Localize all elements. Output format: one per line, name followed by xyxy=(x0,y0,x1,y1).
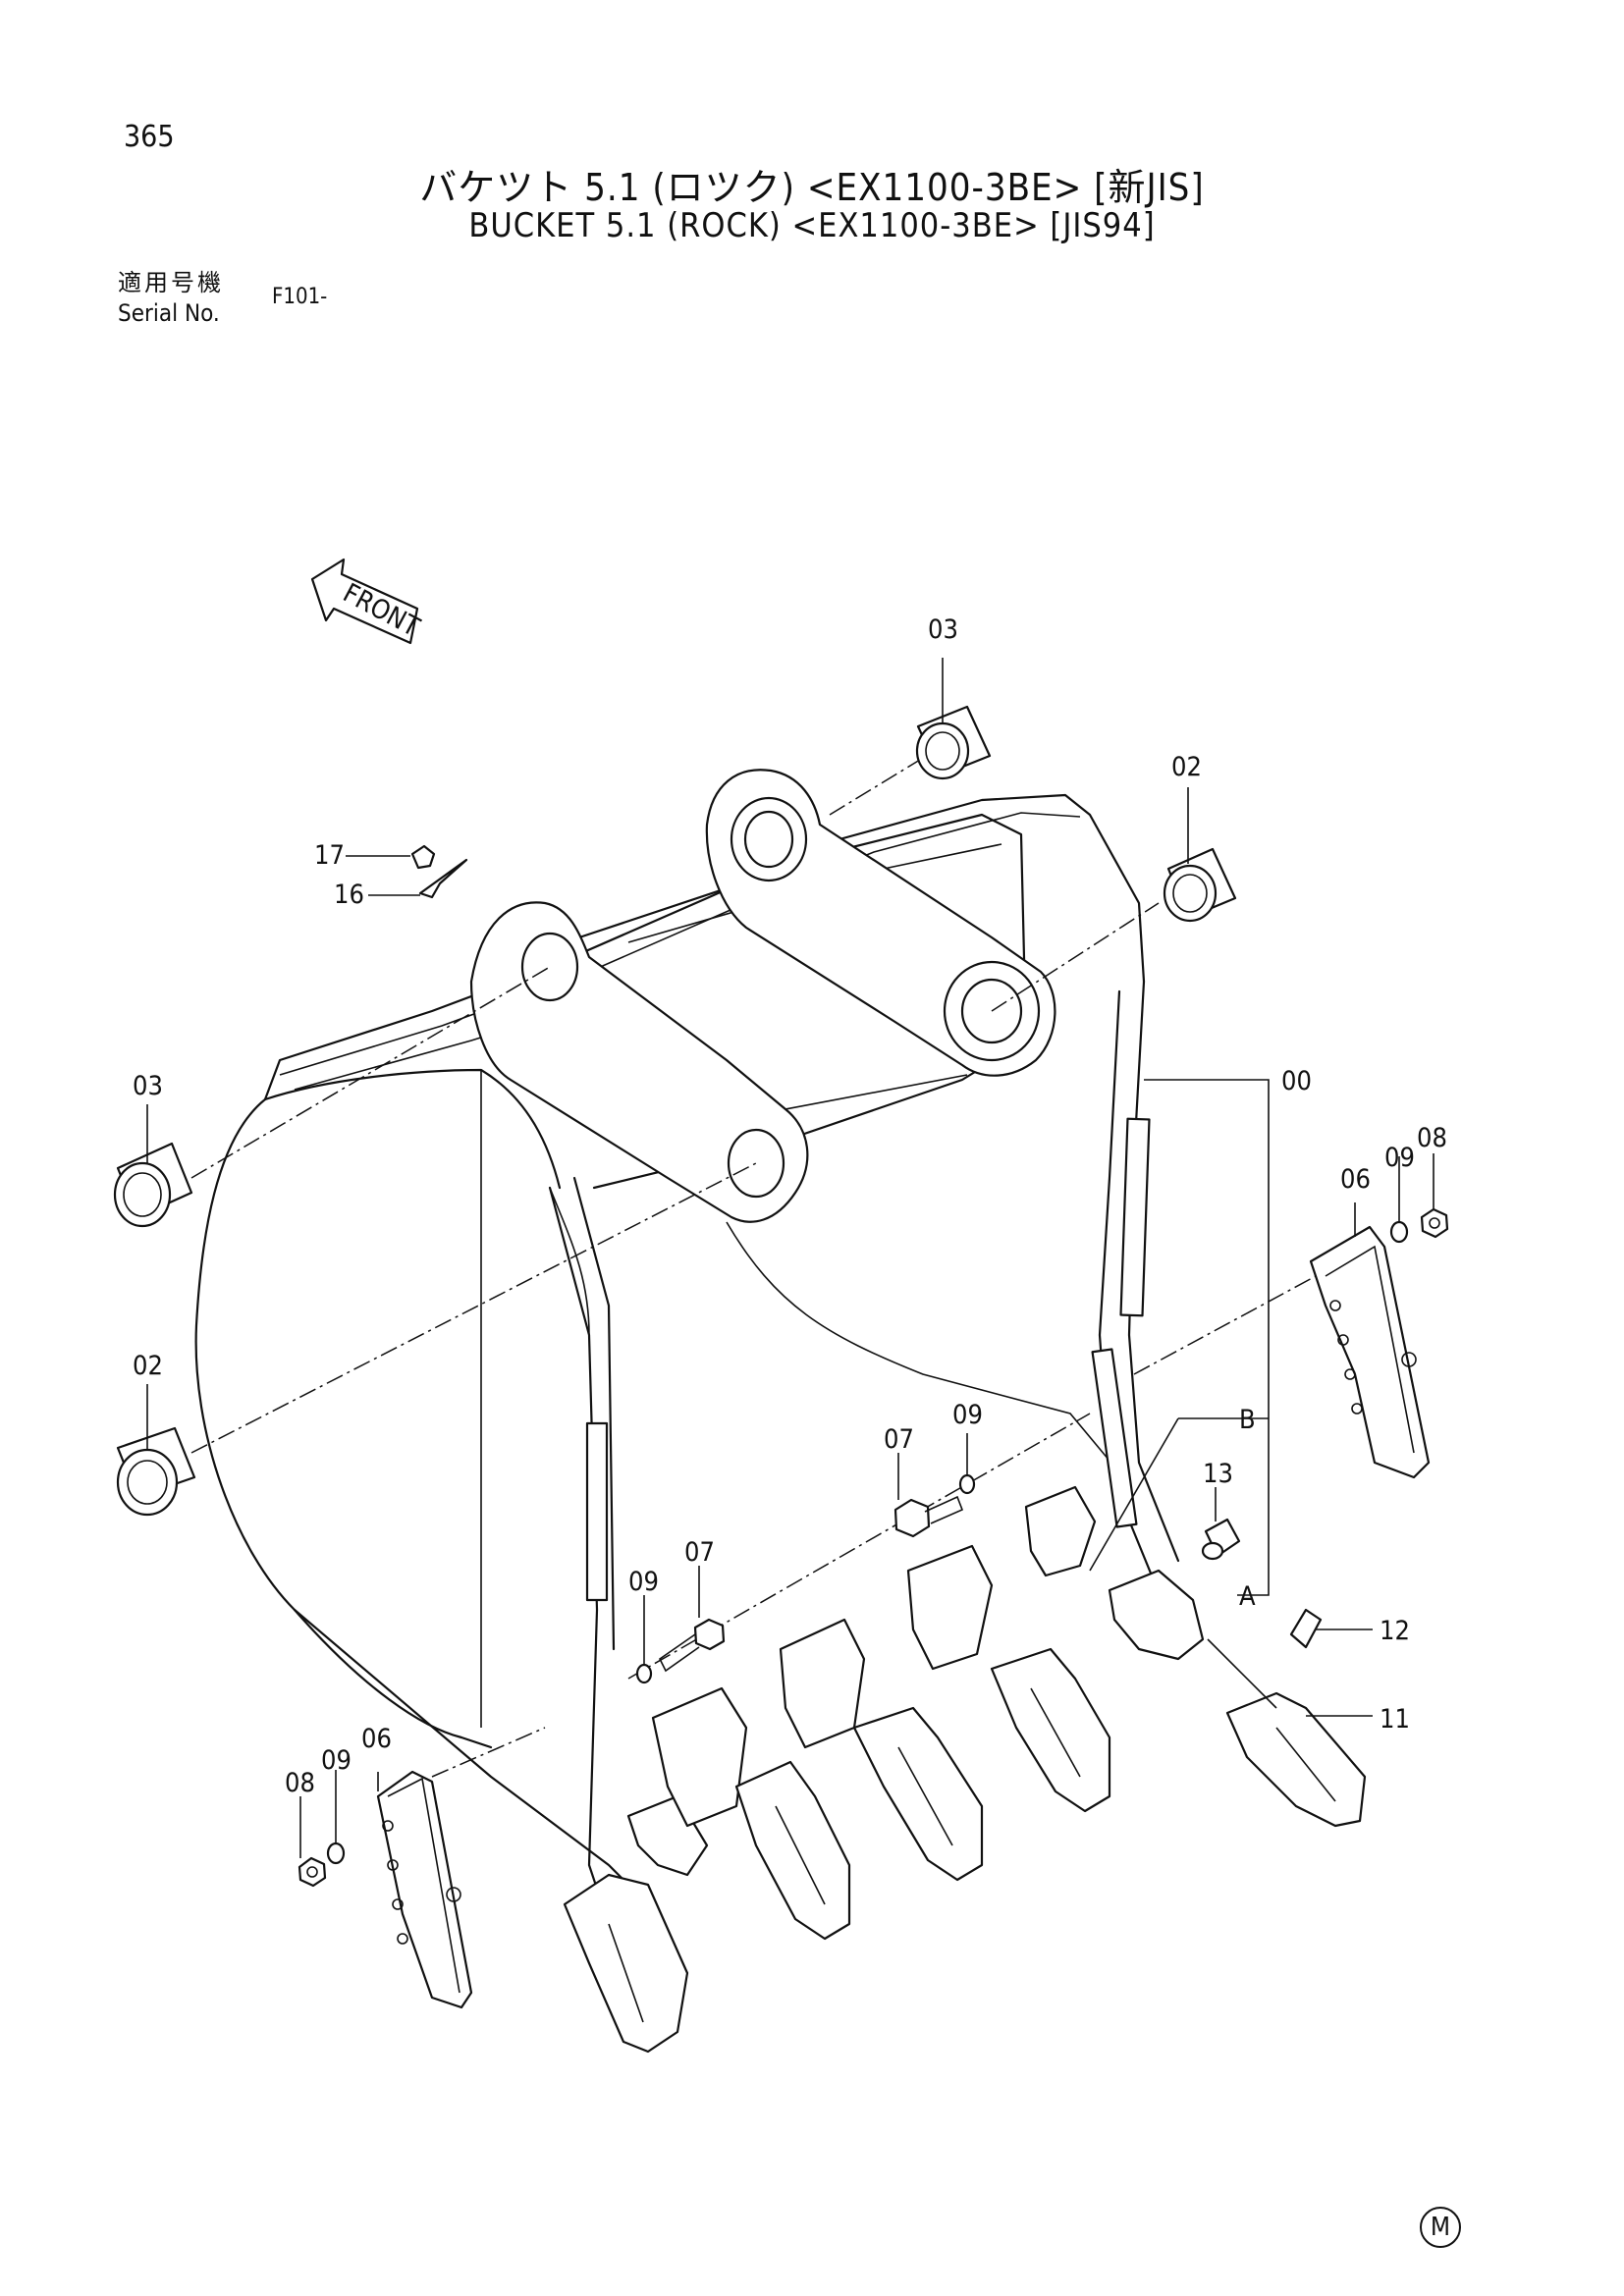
callout-08-left: 08 xyxy=(285,1768,315,1798)
bushing-03-upper xyxy=(915,705,992,780)
side-cutter-right xyxy=(1309,1225,1431,1479)
bolt-07-left xyxy=(658,1618,726,1673)
serial-value: F101- xyxy=(272,285,328,309)
callout-16: 16 xyxy=(334,880,364,910)
tooth-1 xyxy=(563,1794,709,2054)
callout-03-left: 03 xyxy=(133,1071,163,1101)
callout-09-center: 09 xyxy=(952,1400,983,1430)
plate-16 xyxy=(418,858,468,899)
callout-B: B xyxy=(1239,1405,1256,1435)
tooth-row xyxy=(563,1485,1367,2054)
callout-00: 00 xyxy=(1281,1066,1312,1096)
nut-08-right xyxy=(1420,1207,1449,1239)
pin-13 xyxy=(1201,1518,1241,1561)
bushing-02-upper xyxy=(1163,847,1237,923)
front-arrow-icon: FRONT xyxy=(310,558,424,645)
callout-09-left: 09 xyxy=(321,1745,352,1776)
callout-11: 11 xyxy=(1380,1704,1410,1735)
washer-09-center xyxy=(958,1473,976,1495)
callout-02-left: 02 xyxy=(133,1351,163,1381)
callout-08-right: 08 xyxy=(1417,1123,1447,1153)
callout-06-right: 06 xyxy=(1340,1164,1371,1195)
serial-label-english: Serial No. xyxy=(118,299,220,327)
bolt-07-right xyxy=(893,1495,964,1538)
callout-07-lower: 07 xyxy=(684,1537,715,1568)
lock-12 xyxy=(1289,1608,1323,1649)
callout-09-lower: 09 xyxy=(628,1567,659,1597)
title-japanese: バケツト 5.1 (ロツク) <EX1100-3BE> [新JIS] xyxy=(419,166,1205,209)
callout-02-top: 02 xyxy=(1171,752,1202,782)
washer-09-lower xyxy=(635,1663,653,1684)
tooth-11 xyxy=(1225,1691,1367,1828)
callout-09-right: 09 xyxy=(1384,1143,1415,1173)
callout-06-left: 06 xyxy=(361,1724,392,1754)
tooth-4 xyxy=(906,1544,1111,1813)
callout-labels: 03 02 17 16 03 02 00 06 09 08 09 B 07 13… xyxy=(133,614,1447,1798)
bolt-17 xyxy=(410,844,436,870)
reference-bracket xyxy=(1089,1079,1270,1596)
right-lug-plate xyxy=(705,769,1056,1077)
side-cutter-left xyxy=(376,1770,473,2009)
page-number: 365 xyxy=(124,120,175,154)
bushing-02-lower xyxy=(116,1426,196,1517)
washer-09-right xyxy=(1389,1220,1409,1244)
tooth-5 xyxy=(1024,1485,1205,1661)
centerlines xyxy=(190,745,1317,1778)
front-label: FRONT xyxy=(338,578,424,643)
callout-12: 12 xyxy=(1380,1616,1410,1646)
nut-08-left xyxy=(298,1856,327,1888)
title-english: BUCKET 5.1 (ROCK) <EX1100-3BE> [JIS94] xyxy=(468,206,1156,245)
tooth-2 xyxy=(651,1686,851,1941)
bushing-03-lower xyxy=(113,1142,193,1228)
callout-03-top: 03 xyxy=(928,614,958,645)
leader-lines xyxy=(146,658,1435,1858)
washer-09-left xyxy=(326,1842,346,1865)
callout-A: A xyxy=(1239,1581,1256,1612)
left-lug-plate xyxy=(469,901,809,1223)
callout-13: 13 xyxy=(1203,1459,1233,1489)
callout-07-center: 07 xyxy=(884,1424,914,1455)
tooth-3 xyxy=(779,1618,984,1882)
serial-label-japanese: 適用号機 xyxy=(118,269,224,296)
m-mark: M xyxy=(1420,2207,1461,2248)
callout-17: 17 xyxy=(314,840,345,871)
